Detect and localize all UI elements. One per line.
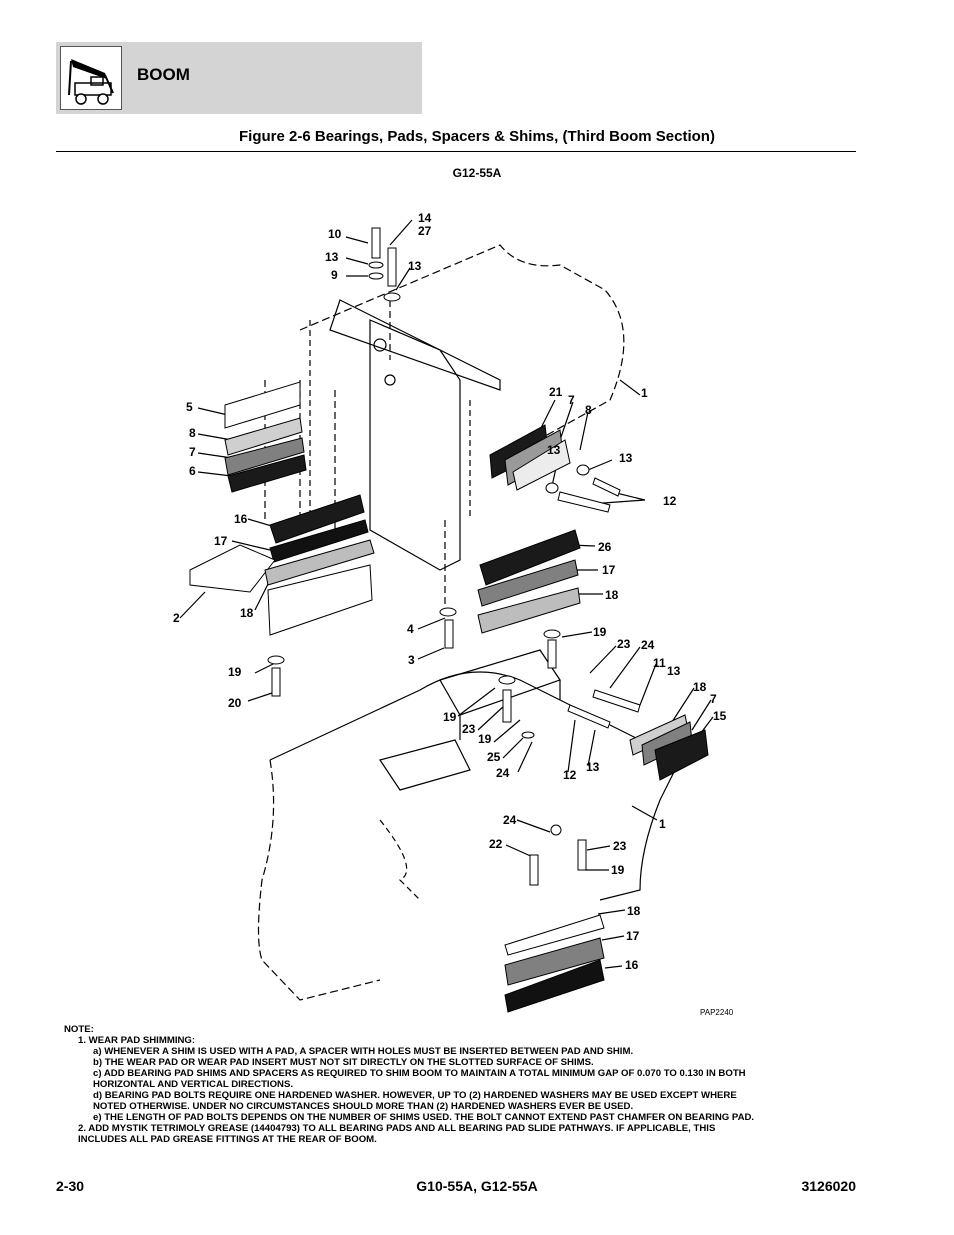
figure-title: Figure 2-6 Bearings, Pads, Spacers & Shi…: [239, 128, 715, 145]
note-line: NOTED OTHERWISE. UNDER NO CIRCUMSTANCES …: [93, 1101, 634, 1112]
callout-number: 18: [693, 680, 707, 694]
note-line: 2. ADD MYSTIK TETRIMOLY GREASE (14404793…: [78, 1123, 716, 1134]
callout-number: 15: [713, 709, 727, 723]
callout-number: 14: [418, 211, 432, 225]
callout-number: 7: [710, 692, 717, 706]
callout-number: 5: [186, 400, 193, 414]
callout-number: 2: [173, 611, 180, 625]
drawing-id: PAP2240: [700, 1008, 734, 1017]
callout-number: 16: [234, 512, 248, 526]
footer-models: G10-55A, G12-55A: [416, 1178, 538, 1194]
callout-number: 23: [613, 839, 627, 853]
callout-number: 26: [598, 540, 612, 554]
callout-number: 24: [496, 766, 510, 780]
callout-number: 17: [602, 563, 616, 577]
callout-number: 8: [585, 403, 592, 417]
callout-number: 25: [487, 750, 501, 764]
model-label: G12-55A: [452, 166, 502, 180]
notes-block: NOTE: 1. WEAR PAD SHIMMING: a) WHENEVER …: [64, 1024, 864, 1145]
callout-number: 12: [563, 768, 577, 782]
callout-number: 22: [489, 837, 503, 851]
note-line: e) THE LENGTH OF PAD BOLTS DEPENDS ON TH…: [93, 1112, 755, 1123]
callout-number: 13: [408, 259, 422, 273]
callout-number: 23: [462, 722, 476, 736]
callout-number: 21: [549, 385, 563, 399]
note-line: a) WHENEVER A SHIM IS USED WITH A PAD, A…: [93, 1046, 634, 1057]
callout-number: 24: [641, 638, 655, 652]
callout-number: 1: [641, 386, 648, 400]
callout-number: 27: [418, 224, 432, 238]
note-line: 1. WEAR PAD SHIMMING:: [78, 1035, 196, 1046]
callout-number: 13: [547, 443, 561, 457]
callout-number: 23: [617, 637, 631, 651]
callout-number: 17: [214, 534, 228, 548]
callout-number: 17: [626, 929, 640, 943]
callout-number: 13: [325, 250, 339, 264]
callout-number: 18: [240, 606, 254, 620]
callout-number: 1: [659, 817, 666, 831]
callout-number: 3: [408, 653, 415, 667]
callout-number: 19: [443, 710, 457, 724]
callout-number: 7: [568, 393, 575, 407]
note-line: d) BEARING PAD BOLTS REQUIRE ONE HARDENE…: [93, 1090, 737, 1101]
doc-number: 3126020: [801, 1178, 856, 1194]
callout-number: 8: [189, 426, 196, 440]
section-title: BOOM: [137, 65, 190, 84]
callout-number: 13: [619, 451, 633, 465]
callout-number: 12: [663, 494, 677, 508]
note-line: c) ADD BEARING PAD SHIMS AND SPACERS AS …: [93, 1068, 746, 1079]
note-line: INCLUDES ALL PAD GREASE FITTINGS AT THE …: [78, 1134, 377, 1145]
callout-number: 19: [611, 863, 625, 877]
callout-number: 13: [667, 664, 681, 678]
callout-number: 19: [478, 732, 492, 746]
callout-number: 19: [228, 665, 242, 679]
exploded-parts-diagram: 10 14 27 13 9 13 5 8 7 6 16 17 2 18 21 7…: [173, 211, 734, 1017]
callout-number: 19: [593, 625, 607, 639]
callout-number: 18: [627, 904, 641, 918]
note-line: HORIZONTAL AND VERTICAL DIRECTIONS.: [93, 1079, 294, 1090]
page-number: 2-30: [56, 1178, 85, 1194]
telehandler-logo-icon: [60, 46, 122, 110]
callout-number: 20: [228, 696, 242, 710]
callout-number: 24: [503, 813, 517, 827]
callout-number: 13: [586, 760, 600, 774]
title-divider: [56, 151, 856, 152]
callout-number: 11: [653, 656, 666, 670]
callout-number: 10: [328, 227, 342, 241]
callout-number: 16: [625, 958, 639, 972]
callout-number: 9: [331, 268, 338, 282]
note-line: b) THE WEAR PAD OR WEAR PAD INSERT MUST …: [93, 1057, 594, 1068]
callout-number: 7: [189, 445, 196, 459]
notes-heading: NOTE:: [64, 1024, 94, 1035]
callout-number: 6: [189, 464, 196, 478]
callout-number: 4: [407, 622, 414, 636]
callout-number: 18: [605, 588, 619, 602]
